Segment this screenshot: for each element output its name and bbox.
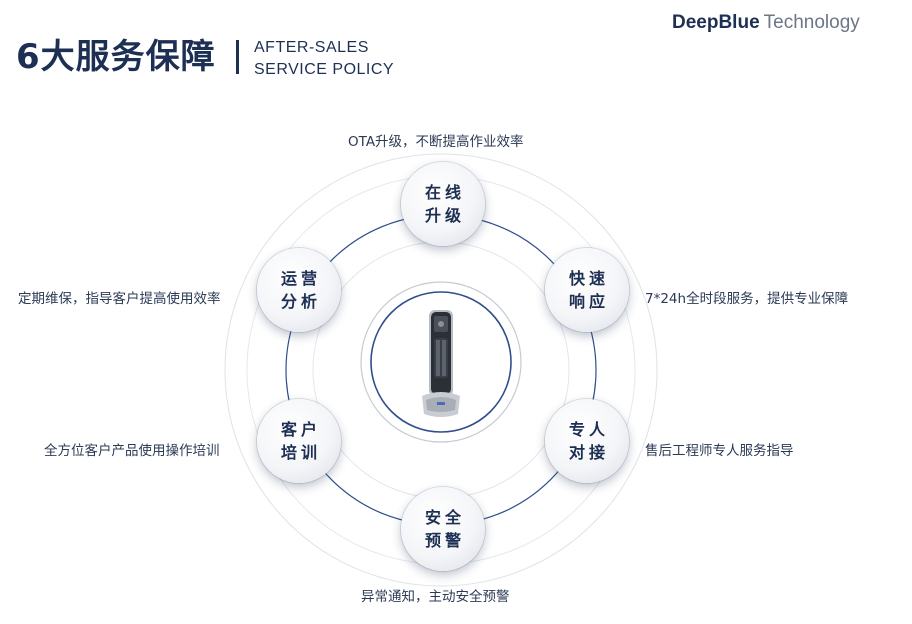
page-title: 6大服务保障 — [16, 37, 216, 77]
node-label-line2: 分析 — [280, 292, 321, 311]
outer-ring-1 — [224, 153, 658, 587]
page-subtitle: AFTER-SALES SERVICE POLICY — [254, 37, 394, 81]
node-label-line1: 客户 — [280, 420, 321, 439]
service-node-dedicated-contact: 专人 对接 — [545, 399, 629, 483]
node-label-line1: 运营 — [280, 269, 321, 288]
service-node-operation-analysis: 运营 分析 — [257, 248, 341, 332]
service-node-safety-alert: 安全 预警 — [401, 487, 485, 571]
service-node-customer-training: 客户 培训 — [257, 399, 341, 483]
desc-operation-analysis: 定期维保，指导客户提高使用效率 — [18, 291, 221, 307]
desc-dedicated-contact: 售后工程师专人服务指导 — [645, 443, 794, 459]
node-label-line2: 预警 — [424, 531, 465, 550]
node-label-line2: 响应 — [568, 292, 609, 311]
node-label-line2: 升级 — [424, 206, 465, 225]
brand-name-bold: DeepBlue — [672, 12, 760, 33]
service-node-online-upgrade: 在线 升级 — [401, 162, 485, 246]
center-ring-outer — [360, 281, 522, 443]
node-label-line1: 专人 — [568, 420, 609, 439]
service-node-quick-response: 快速 响应 — [545, 248, 629, 332]
node-label-line1: 在线 — [424, 183, 465, 202]
brand-name-light: Technology — [763, 12, 860, 33]
desc-online-upgrade: OTA升级，不断提高作业效率 — [348, 134, 524, 150]
subtitle-line-2: SERVICE POLICY — [254, 61, 395, 78]
desc-quick-response: 7*24h全时段服务，提供专业保障 — [645, 291, 849, 307]
node-label-line2: 对接 — [568, 443, 609, 462]
subtitle-line-1: AFTER-SALES — [254, 39, 369, 56]
node-label-line2: 培训 — [280, 443, 321, 462]
node-label-line1: 快速 — [568, 269, 609, 288]
node-label-line1: 安全 — [424, 508, 465, 527]
title-divider — [236, 40, 239, 74]
desc-customer-training: 全方位客户产品使用操作培训 — [44, 443, 220, 459]
desc-safety-alert: 异常通知，主动安全预警 — [361, 589, 510, 605]
robot-image — [422, 310, 460, 417]
center-ring-inner — [370, 291, 512, 433]
